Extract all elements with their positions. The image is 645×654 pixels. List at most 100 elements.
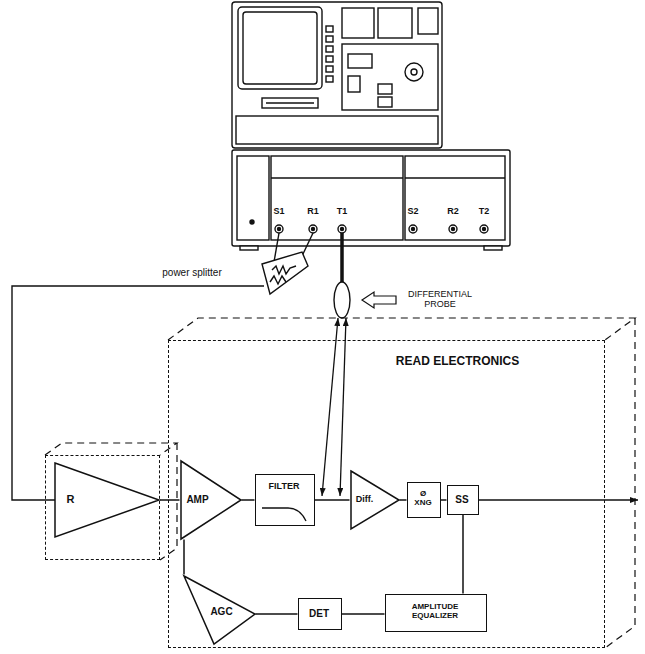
agc-triangle: AGC [180,575,256,645]
softkey [326,46,333,52]
port-pin [483,228,486,231]
key-panel [418,8,438,34]
knob-center [411,69,417,75]
amplifier-symbol [351,471,399,529]
signal-line [400,499,407,501]
block-label: DET [309,608,329,619]
amplifier-symbol [181,461,241,539]
port-name: R1 [307,207,319,217]
block-label: AGC [210,606,232,617]
panel-line [405,177,505,178]
foot [240,246,258,250]
resistor-symbol [270,276,286,284]
signal-line [183,540,185,575]
read-electronics-enclosure: READ ELECTRONICS AMP FILTER Diff. Ø XNG SS AGC… [168,340,605,648]
filter-curve [262,508,306,521]
signal-line [242,499,255,501]
enclosure-perspective [45,318,635,648]
probe-cable [340,233,344,283]
block-label: Diff. [356,495,374,505]
cable [274,233,279,262]
signal-line [256,613,298,615]
part-name: DIFFERENTIAL PROBE [402,290,478,310]
softkey [326,26,333,32]
differential-probe [322,233,396,496]
port-pin [312,228,315,231]
port-connector [338,225,346,233]
port-pin [278,228,281,231]
cable [302,233,313,256]
sync-box: SS [447,485,479,515]
power-panel [237,156,269,240]
disk-slot-line [266,102,314,103]
disk-slot [262,98,318,108]
block-label: R [67,493,75,505]
analyzer-top-unit [232,2,442,148]
key-panel [378,8,412,38]
key-block [378,84,392,94]
filter-box: FILTER [255,474,315,526]
probe-tip-wire [322,318,338,496]
signal-line [462,515,464,594]
block-label: AMPLITUDE EQUALIZER [388,603,482,621]
probe-tip-wire [340,318,346,496]
screen [243,12,317,84]
port-name: R2 [447,207,459,217]
signal-line [342,613,385,615]
signal-line [160,499,180,501]
equalizer-box: AMPLITUDE EQUALIZER [385,594,487,632]
probe-body [334,282,350,318]
softkey [326,66,333,72]
port-name: T1 [337,207,348,217]
port-pin [412,228,415,231]
key-block [378,97,392,107]
port-pin [452,228,455,231]
key-panel [342,8,374,38]
signal-line [315,499,350,501]
zero-crossing-box: Ø XNG [407,482,441,518]
detector-box: DET [298,598,342,630]
port-connector [480,225,488,233]
port-name: T2 [479,207,490,217]
key-block [348,54,372,68]
block-label: Ø XNG [412,490,434,508]
port-name: S2 [408,207,419,217]
control-panel [342,44,438,110]
triangle-outline [45,455,160,560]
port-connector [309,225,317,233]
foot [484,246,502,250]
network-analyzer [232,2,442,148]
block-label: SS [455,494,468,505]
enclosure-side [605,318,635,648]
key-block [348,76,360,92]
block-label: FILTER [269,482,300,492]
base-strip [236,116,438,144]
port-connector [409,225,417,233]
screen-bezel [238,7,322,89]
enclosure-top [168,318,635,340]
output-line [479,499,638,501]
port-connector [275,225,283,233]
power-splitter-body [262,252,308,294]
amplifier-triangle: AMP [180,460,242,540]
amplifier-symbol [184,576,255,644]
port-name: S1 [274,207,285,217]
block-label: READ ELECTRONICS [396,355,519,368]
softkey [326,76,333,82]
part-name: power splitter [162,267,221,278]
preamp-enclosure: R [45,455,160,560]
block-label: AMP [186,494,208,505]
enclosure-top [45,443,177,455]
softkey [326,36,333,42]
softkey [326,56,333,62]
port-panel [271,156,403,240]
knob [405,63,423,81]
panel-line [271,177,403,178]
amplifier-symbol [55,463,159,537]
port-pin [341,228,344,231]
differentiator-triangle: Diff. [350,470,400,530]
test-set-unit [232,150,510,246]
